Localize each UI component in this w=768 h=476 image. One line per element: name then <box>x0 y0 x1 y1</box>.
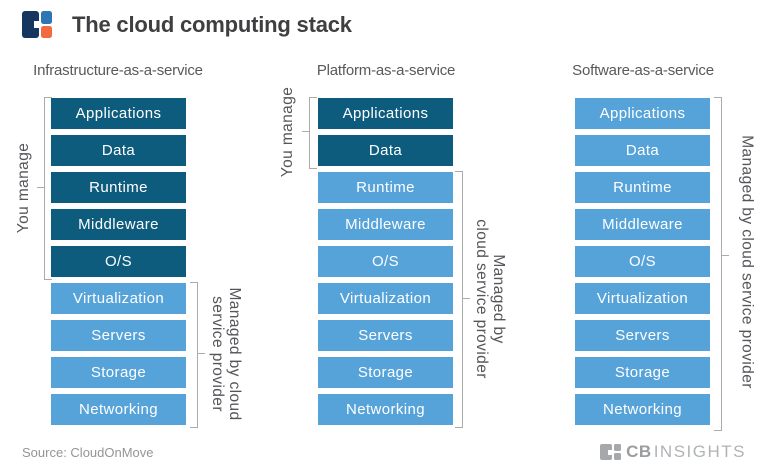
layer-box: Storage <box>575 357 710 388</box>
layer-box: Virtualization <box>575 283 710 314</box>
provider-bracket <box>190 282 198 428</box>
cb-insights-logo-icon <box>22 11 52 38</box>
layer-box: Servers <box>318 320 453 351</box>
layer-box: Applications <box>318 98 453 129</box>
logo-c-notch <box>608 450 613 455</box>
logo-bottom-square <box>613 453 622 460</box>
cb-insights-gray-logo-icon <box>600 444 622 460</box>
layer-box: Middleware <box>575 209 710 240</box>
brand-cb-text: CB <box>626 442 652 461</box>
layer-box: O/S <box>51 246 186 277</box>
managed-label-line: Managed by <box>490 254 507 344</box>
layer-box: Runtime <box>51 172 186 203</box>
layer-box: Virtualization <box>318 283 453 314</box>
layer-box: Networking <box>51 394 186 425</box>
logo-top-square <box>613 444 622 451</box>
layer-box: Applications <box>51 98 186 129</box>
bracket-tick <box>462 298 470 299</box>
cb-insights-brandmark: CB INSIGHTS <box>600 442 746 462</box>
logo-c-block <box>600 444 613 460</box>
brand-insights-text: INSIGHTS <box>653 442 746 461</box>
provider-bracket <box>455 171 463 428</box>
layer-box: Servers <box>575 320 710 351</box>
layer-box: Runtime <box>318 172 453 203</box>
managed-label-line: service provider <box>209 296 226 412</box>
column-heading-paas: Platform-as-a-service <box>316 62 456 79</box>
layer-box: O/S <box>575 246 710 277</box>
managed-label-line: Managed by cloud <box>226 287 243 421</box>
layer-box: Data <box>51 135 186 166</box>
managed-by-provider-label: Managed by cloud service provider <box>738 135 756 389</box>
layer-box: Runtime <box>575 172 710 203</box>
layer-box: Servers <box>51 320 186 351</box>
source-credit: Source: CloudOnMove <box>22 445 154 460</box>
logo-c-notch <box>34 21 39 28</box>
you-manage-label: You manage <box>279 86 296 178</box>
page-title: The cloud computing stack <box>72 12 352 37</box>
bracket-tick <box>302 131 310 132</box>
managed-by-provider-label: Managed by cloud service provider <box>473 219 507 379</box>
layer-box: Networking <box>575 394 710 425</box>
layer-box: Data <box>318 135 453 166</box>
layer-box: Data <box>575 135 710 166</box>
column-heading-saas: Software-as-a-service <box>572 62 714 79</box>
bracket-tick <box>37 187 45 188</box>
layer-box: Storage <box>318 357 453 388</box>
column-heading-iaas: Infrastructure-as-a-service <box>33 62 203 79</box>
you-manage-bracket <box>309 97 317 169</box>
layer-box: Middleware <box>51 209 186 240</box>
layer-box: Applications <box>575 98 710 129</box>
provider-bracket <box>714 97 722 431</box>
layer-box: Middleware <box>318 209 453 240</box>
you-manage-bracket <box>44 97 52 280</box>
layer-box: Virtualization <box>51 283 186 314</box>
layer-box: Storage <box>51 357 186 388</box>
logo-orange-square <box>41 25 52 38</box>
managed-by-provider-label: Managed by cloud service provider <box>209 287 243 420</box>
you-manage-label: You manage <box>15 142 32 234</box>
bracket-tick <box>197 353 205 354</box>
logo-blue-square <box>41 11 52 24</box>
logo-c-block <box>22 11 39 38</box>
bracket-tick <box>721 255 729 256</box>
managed-label-line: cloud service provider <box>473 219 490 379</box>
layer-box: Networking <box>318 394 453 425</box>
layer-box: O/S <box>318 246 453 277</box>
